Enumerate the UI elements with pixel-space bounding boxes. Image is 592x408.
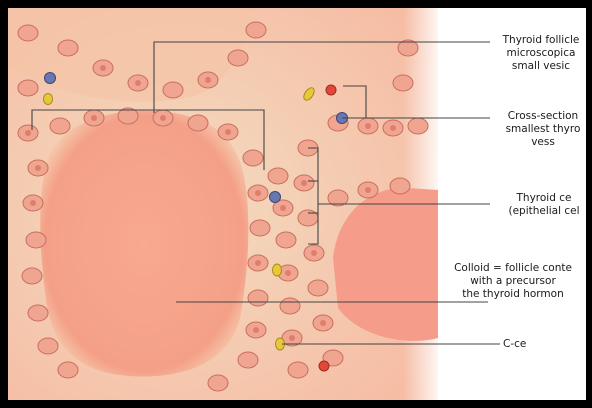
blood-cell-yellow [44, 94, 53, 105]
blood-cell-blue [270, 192, 281, 203]
blood-cell-red [319, 361, 329, 371]
label-c-cell: C-ce [503, 338, 583, 351]
label-thyroid-follicle: Thyroid follicle microscopica small vesi… [486, 34, 586, 73]
blood-cell-red [326, 85, 336, 95]
colloid-left-follicle [40, 111, 248, 377]
blood-cell-blue [45, 73, 56, 84]
label-colloid: Colloid = follicle conte with a precurso… [438, 262, 586, 301]
diagram-panel: Thyroid follicle microscopica small vesi… [8, 8, 586, 400]
blood-cell-yellow [273, 264, 282, 276]
label-cross-section-vessel: Cross-section smallest thyro vess [490, 110, 586, 149]
label-thyroid-cells: Thyroid ce (epithelial cel [492, 192, 586, 218]
